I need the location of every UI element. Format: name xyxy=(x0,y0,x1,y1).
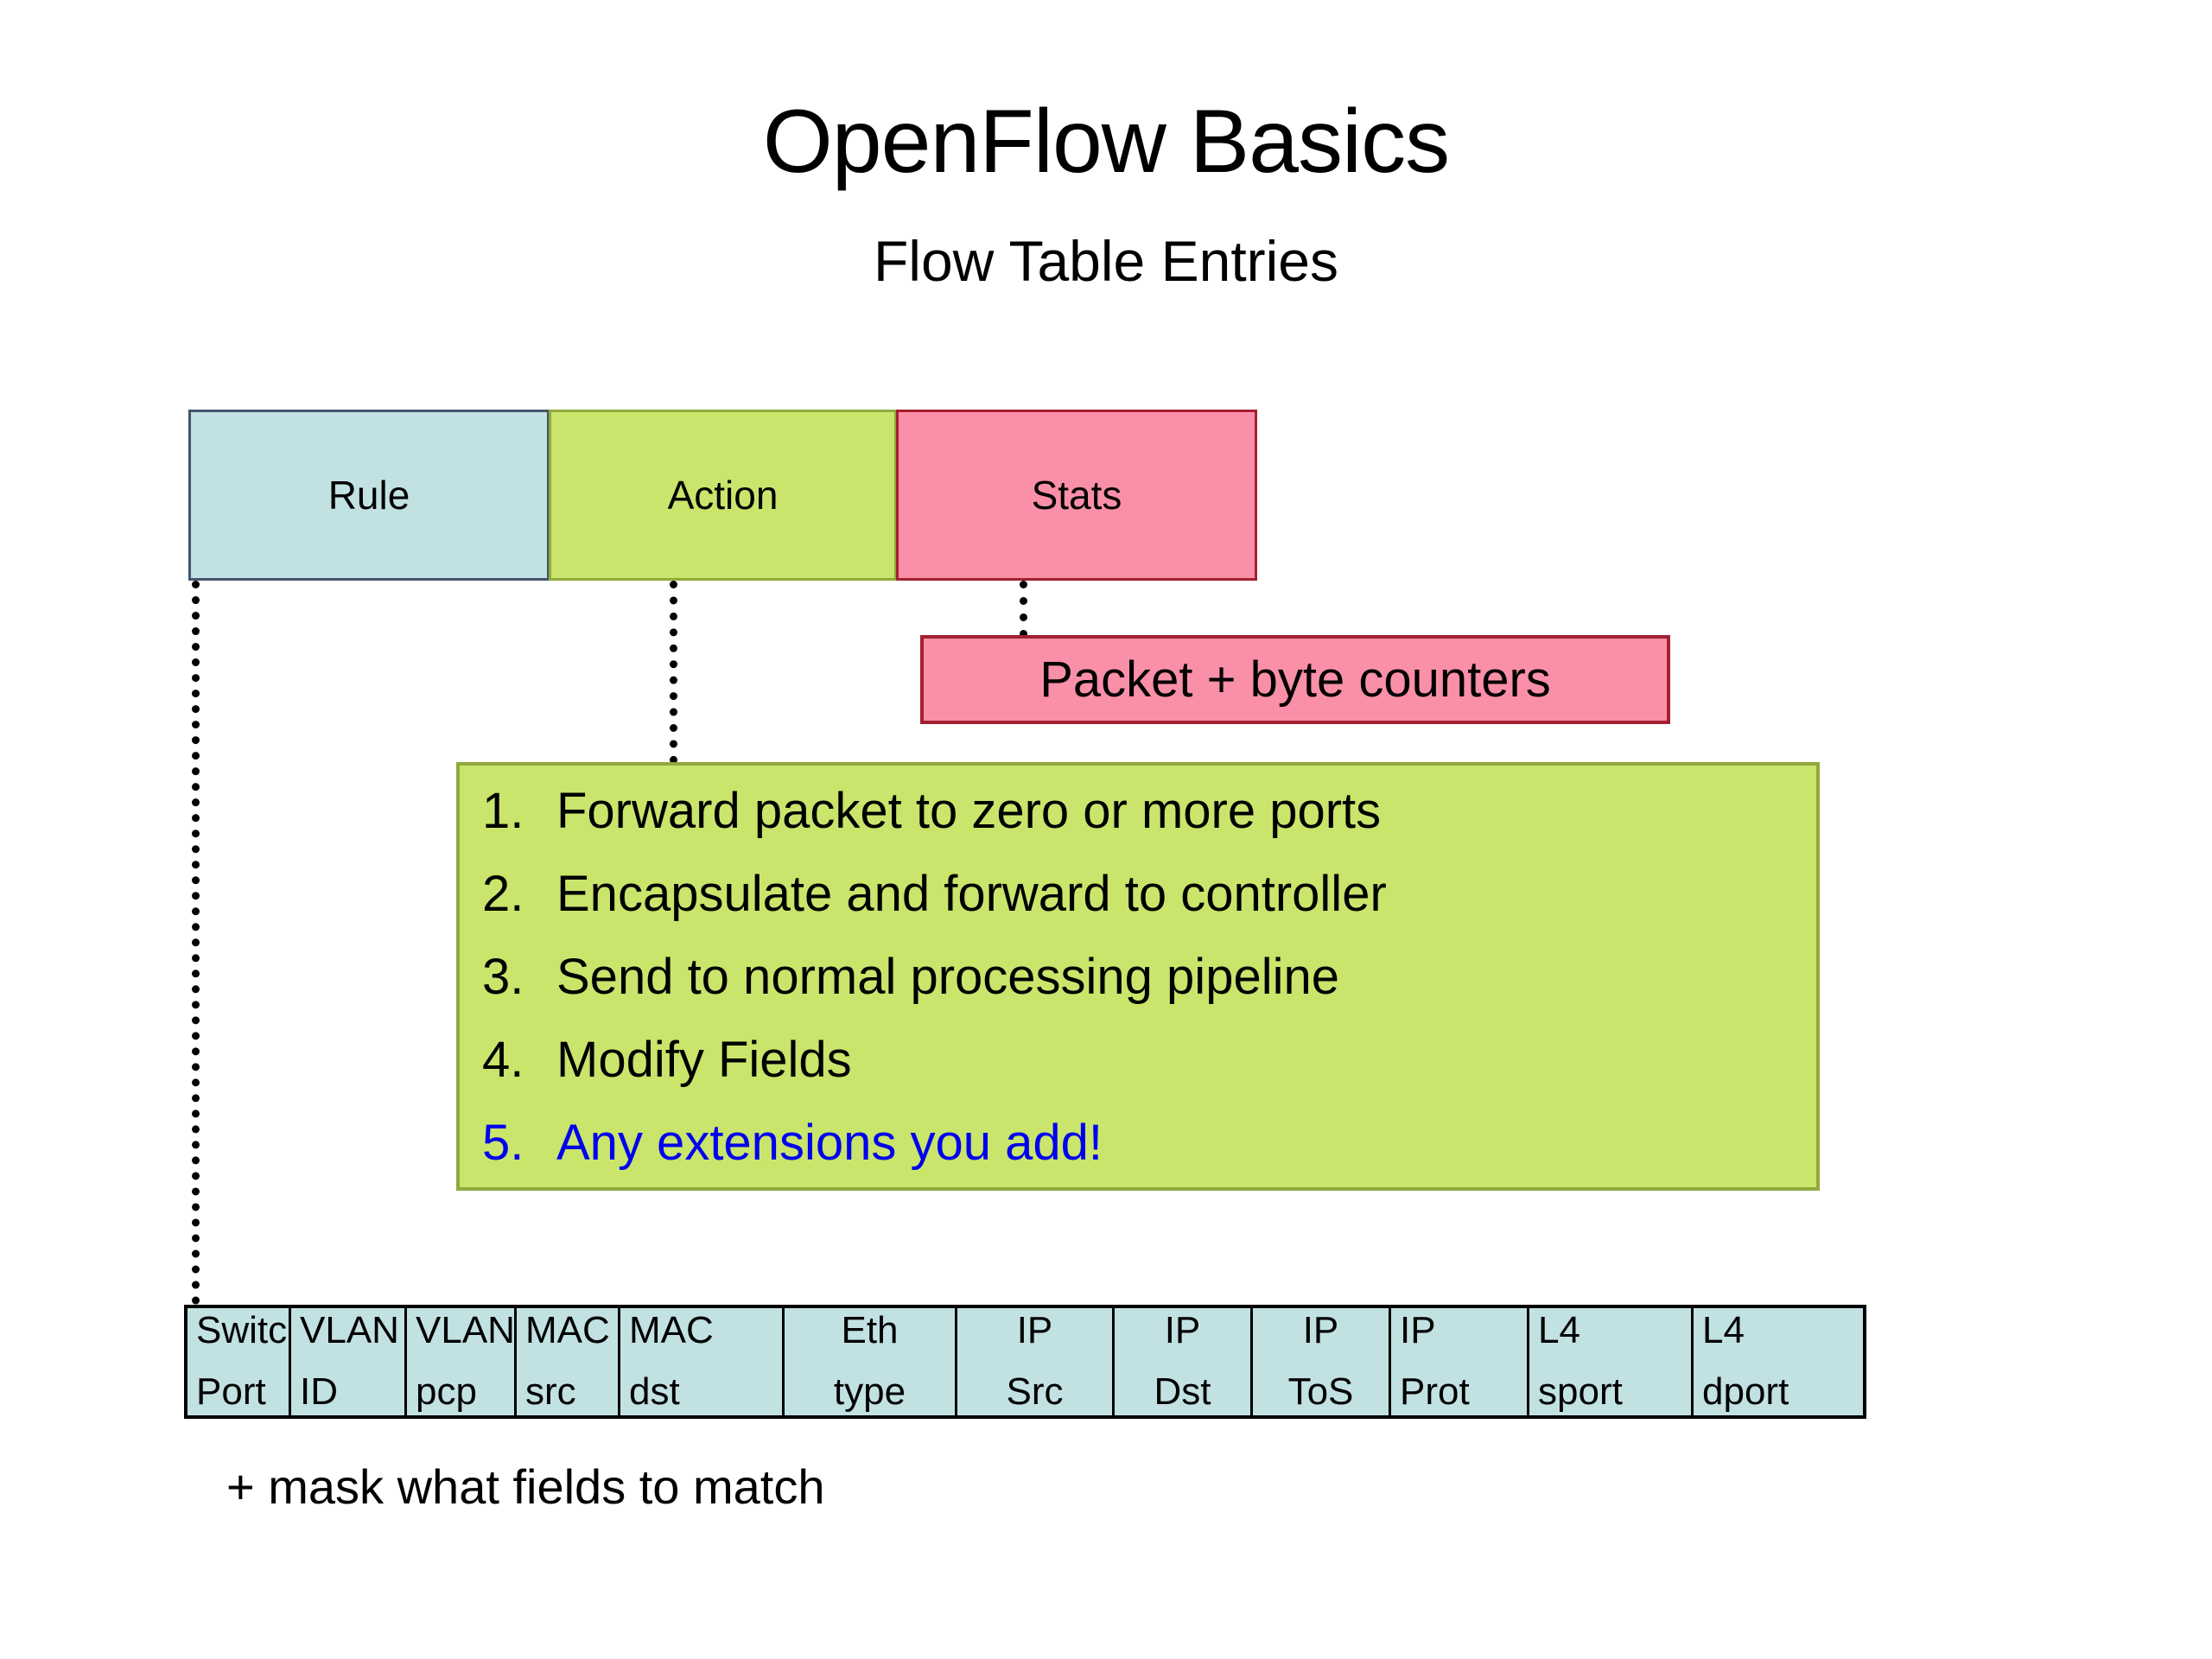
match-field-line-1: Eth xyxy=(841,1309,899,1351)
action-label: Send to normal processing pipeline xyxy=(556,949,1339,1005)
counters-label: Packet + byte counters xyxy=(1039,652,1551,708)
flow-entry-action-label: Action xyxy=(667,473,779,518)
match-field-line-1: L4 xyxy=(1702,1309,1745,1351)
page-subtitle: Flow Table Entries xyxy=(873,229,1339,293)
flow-entry-rule-cell[interactable]: Rule xyxy=(188,410,550,581)
match-field-ip-tos[interactable]: IP ToS xyxy=(1253,1308,1391,1415)
match-field-l4-dport[interactable]: L4 dport xyxy=(1694,1308,1863,1415)
action-number: 2. xyxy=(482,866,524,922)
action-item: 3. Send to normal processing pipeline xyxy=(482,952,1816,1035)
match-field-line-1: VLAN xyxy=(416,1309,515,1351)
flow-entry-stats-label: Stats xyxy=(1031,473,1122,518)
match-field-line-2: Prot xyxy=(1400,1370,1470,1414)
flow-entry-action-cell[interactable]: Action xyxy=(549,410,897,581)
flow-entry-bar: Rule Action Stats xyxy=(188,410,1257,581)
action-label: Modify Fields xyxy=(556,1032,852,1088)
action-label: Encapsulate and forward to controller xyxy=(556,866,1387,922)
match-field-ip-src[interactable]: IP Src xyxy=(957,1308,1115,1415)
match-field-ip-prot[interactable]: IP Prot xyxy=(1391,1308,1529,1415)
match-field-line-2: ToS xyxy=(1287,1370,1354,1414)
match-field-line-2: Port xyxy=(196,1370,266,1414)
match-field-vlan-pcp[interactable]: VLAN pcp xyxy=(407,1308,517,1415)
action-item: 2. Encapsulate and forward to controller xyxy=(482,869,1816,952)
match-field-line-1: L4 xyxy=(1538,1309,1580,1351)
action-label: Forward packet to zero or more ports xyxy=(556,783,1382,839)
action-item: 4. Modify Fields xyxy=(482,1035,1816,1118)
action-number: 4. xyxy=(482,1032,524,1088)
match-field-line-2: Src xyxy=(1006,1370,1064,1414)
match-field-line-2: pcp xyxy=(416,1370,477,1414)
match-field-eth-type[interactable]: Eth type xyxy=(785,1308,957,1415)
match-field-line-2: sport xyxy=(1538,1370,1623,1414)
flow-entry-rule-label: Rule xyxy=(327,473,410,518)
connector-stats-to-counters xyxy=(1020,581,1027,638)
match-field-switch-port[interactable]: Switch Port xyxy=(188,1308,291,1415)
match-field-line-2: dport xyxy=(1702,1370,1789,1414)
match-field-vlan-id[interactable]: VLAN ID xyxy=(291,1308,407,1415)
action-number: 3. xyxy=(482,949,524,1005)
connector-rule-to-fields xyxy=(192,581,200,1305)
match-field-line-1: MAC xyxy=(525,1309,610,1351)
match-field-line-1: IP xyxy=(1302,1309,1339,1351)
match-field-l4-sport[interactable]: L4 sport xyxy=(1529,1308,1694,1415)
match-field-line-2: type xyxy=(833,1370,906,1414)
match-field-mac-src[interactable]: MAC src xyxy=(517,1308,620,1415)
mask-footnote: + mask what fields to match xyxy=(226,1459,825,1514)
match-field-line-2: Dst xyxy=(1154,1370,1211,1414)
match-field-ip-dst[interactable]: IP Dst xyxy=(1115,1308,1253,1415)
actions-box: 1. Forward packet to zero or more ports … xyxy=(456,762,1820,1191)
match-field-line-1: MAC xyxy=(629,1309,714,1351)
connector-action-to-actions xyxy=(670,581,677,764)
match-field-line-2: src xyxy=(525,1370,576,1414)
action-item-highlighted: 5. Any extensions you add! xyxy=(482,1118,1816,1201)
flow-entry-stats-cell[interactable]: Stats xyxy=(896,410,1257,581)
match-field-line-1: VLAN xyxy=(300,1309,399,1351)
action-label: Any extensions you add! xyxy=(556,1115,1103,1171)
match-field-line-1: IP xyxy=(1400,1309,1436,1351)
counters-box: Packet + byte counters xyxy=(920,635,1670,724)
match-field-line-2: ID xyxy=(300,1370,338,1414)
match-field-mac-dst[interactable]: MAC dst xyxy=(620,1308,785,1415)
match-field-line-1: IP xyxy=(1016,1309,1053,1351)
match-fields-table: Switch Port VLAN ID VLAN pcp MAC src MAC… xyxy=(184,1305,1866,1419)
page-title: OpenFlow Basics xyxy=(762,92,1450,192)
match-field-line-1: IP xyxy=(1164,1309,1201,1351)
action-number: 1. xyxy=(482,783,524,839)
match-field-line-1: Switch xyxy=(196,1309,289,1351)
action-item: 1. Forward packet to zero or more ports xyxy=(482,786,1816,869)
match-field-line-2: dst xyxy=(629,1370,680,1414)
action-number: 5. xyxy=(482,1115,524,1171)
